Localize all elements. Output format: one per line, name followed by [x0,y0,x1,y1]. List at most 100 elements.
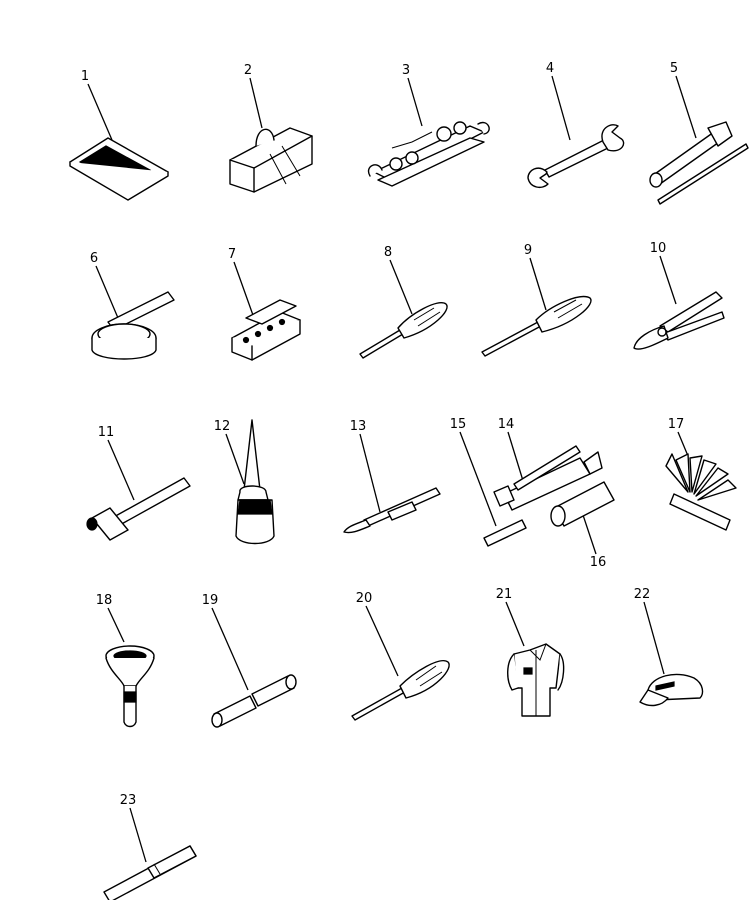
screwdriver-20-grip [415,665,443,687]
callout-6: 6 [90,251,98,266]
wrench-ring-b [405,151,419,165]
leader-line-17 [677,431,689,457]
callout-7: 7 [228,247,236,262]
callout-18: 18 [96,593,113,608]
wrench-ring-a [389,157,403,171]
leader-line-20 [365,605,399,677]
hammer-face [86,517,98,531]
callout-3: 3 [402,63,410,78]
bar-grip [147,845,197,879]
item-7-socket-set: 7 [228,247,301,361]
leader-line-23 [129,807,147,863]
item-20-screwdriver: 20 [351,591,450,721]
hammer-head [91,507,129,541]
item-19-pipe: 19 [202,593,297,728]
pipe-end-b [285,674,297,690]
screwdriver-8-shaft [359,329,404,359]
callout-14: 14 [498,417,515,432]
wrench-stack-bottom [377,137,485,187]
item-13-pry-bar: 13 [343,419,441,534]
leader-line-13 [359,433,381,513]
callout-20: 20 [356,591,373,606]
screwdriver-20-handle [399,660,450,699]
tommy-bar [657,143,749,205]
coveralls-details [529,643,547,716]
leader-line-10 [659,255,677,305]
funnel-cone [105,657,155,687]
filter-wrench-band [91,337,157,360]
feeler-blade-f [697,479,737,501]
item-18-funnel: 18 [96,593,155,728]
callout-9: 9 [524,243,532,258]
oil-can-band [237,499,273,515]
funnel-spout-band [123,691,137,703]
item-12-oil-can: 12 [214,419,275,545]
pliers-pivot [657,327,667,337]
item-1-manual: 1 [69,69,169,201]
item-3-wrench-set: 3 [367,63,490,187]
coveralls-sleeve-left [507,653,519,691]
wrench-ring-d [453,121,467,135]
bar-grip-detail [153,863,161,875]
pry-bar-tip [343,519,371,534]
pry-bar-grip [387,501,417,521]
bag-straps [269,145,301,185]
leader-line-19 [211,607,249,691]
wrench-end-open-right [601,124,625,152]
leader-line-11 [107,439,135,501]
leader-line-9 [529,257,547,311]
callout-4: 4 [546,61,554,76]
callout-15: 15 [450,417,467,432]
oil-can-spout [243,419,261,491]
socket-b [254,330,262,338]
item-14-grease-gun: 14 [493,417,603,511]
callout-13: 13 [350,419,367,434]
callout-19: 19 [202,593,219,608]
cap-logo [655,681,675,691]
leader-line-1 [87,83,113,141]
grease-gun-head [493,485,515,507]
callout-11: 11 [98,425,115,440]
callout-10: 10 [650,241,667,256]
hammer-handle [111,477,191,527]
pipe-end-a [211,712,223,728]
socket-c [266,324,274,332]
leader-line-21 [505,601,525,647]
manual-pages [69,161,169,201]
socket-d [278,318,286,326]
item-16-grease-cartridge: 16 [550,481,615,570]
box-wrench-end-b [707,121,733,147]
wrench-jaw-left [367,164,383,177]
item-2-tool-bag: 2 [229,63,313,193]
leader-line-12 [225,433,245,485]
item-21-coveralls: 21 [496,587,565,717]
item-11-hammer: 11 [86,425,191,541]
oil-can-neck [237,485,269,501]
wrench-shank [544,139,609,178]
leader-line-15 [459,431,497,527]
leader-line-2 [249,77,263,129]
leader-line-14 [507,431,525,485]
callout-12: 12 [214,419,231,434]
feeler-blade-e [695,467,729,497]
callout-23: 23 [120,793,137,808]
wrench-stack-detail [391,131,433,149]
leader-line-22 [643,601,665,675]
socket-box-lid [245,299,297,325]
grease-gun-lever [513,445,581,491]
coveralls-pocket [523,667,533,675]
grease-gun-cap [583,451,603,475]
item-5-box-wrench: 5 [649,61,749,205]
cap-crown [647,673,704,701]
box-wrench-end-a [649,172,663,188]
callout-21: 21 [496,587,513,602]
leader-line-6 [95,265,119,319]
callout-8: 8 [384,245,392,260]
feeler-blade-a [665,453,689,493]
item-23-bar: 23 [103,793,197,900]
leader-line-7 [233,261,255,319]
box-wrench-tube [651,131,723,185]
socket-a [242,336,250,344]
feeler-blade-c [689,455,703,493]
